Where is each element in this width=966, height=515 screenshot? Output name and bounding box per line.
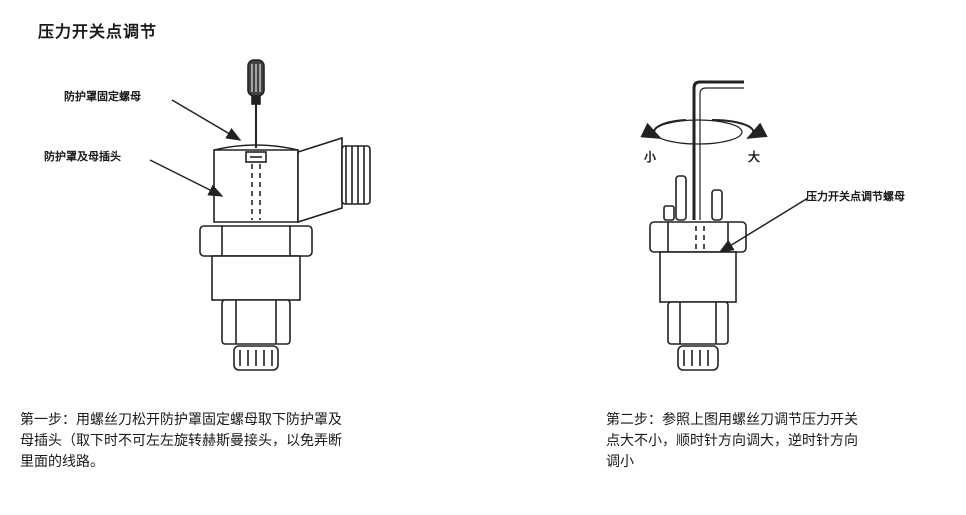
callout-arrow-cap-plug bbox=[149, 159, 224, 197]
step2-text: 第二步：参照上图用螺丝刀调节压力开关 点大不小，顺时针方向调大，逆时针方向 调小 bbox=[606, 410, 858, 473]
callout-cap-plug: 防护罩及母插头 bbox=[44, 150, 121, 163]
step1-line2: 母插头（取下时不可左左旋转赫斯曼接头，以免弄断 bbox=[20, 433, 342, 449]
step2-line3: 调小 bbox=[606, 454, 634, 470]
step1-line1: 第一步：用螺丝刀松开防护罩固定螺母取下防护罩及 bbox=[20, 412, 342, 428]
callout-cap-screw: 防护罩固定螺母 bbox=[64, 90, 141, 103]
step2-line2: 点大不小，顺时针方向调大，逆时针方向 bbox=[606, 433, 858, 449]
label-small: 小 bbox=[644, 150, 657, 164]
callout-adjust-nut: 压力开关点调节螺母 bbox=[806, 190, 905, 203]
label-large: 大 bbox=[748, 150, 761, 164]
page-title: 压力开关点调节 bbox=[38, 22, 158, 41]
screwdriver-icon bbox=[247, 59, 265, 148]
step2-line1: 第二步：参照上图用螺丝刀调节压力开关 bbox=[606, 412, 858, 428]
callout-arrow-adjust-nut bbox=[718, 197, 809, 253]
pressure-switch-right bbox=[640, 80, 768, 371]
step1-text: 第一步：用螺丝刀松开防护罩固定螺母取下防护罩及 母插头（取下时不可左左旋转赫斯曼… bbox=[20, 410, 342, 473]
callout-arrow-cap-screw bbox=[171, 99, 242, 141]
step1-line3: 里面的线路。 bbox=[20, 454, 104, 470]
pressure-switch-left bbox=[199, 59, 371, 371]
